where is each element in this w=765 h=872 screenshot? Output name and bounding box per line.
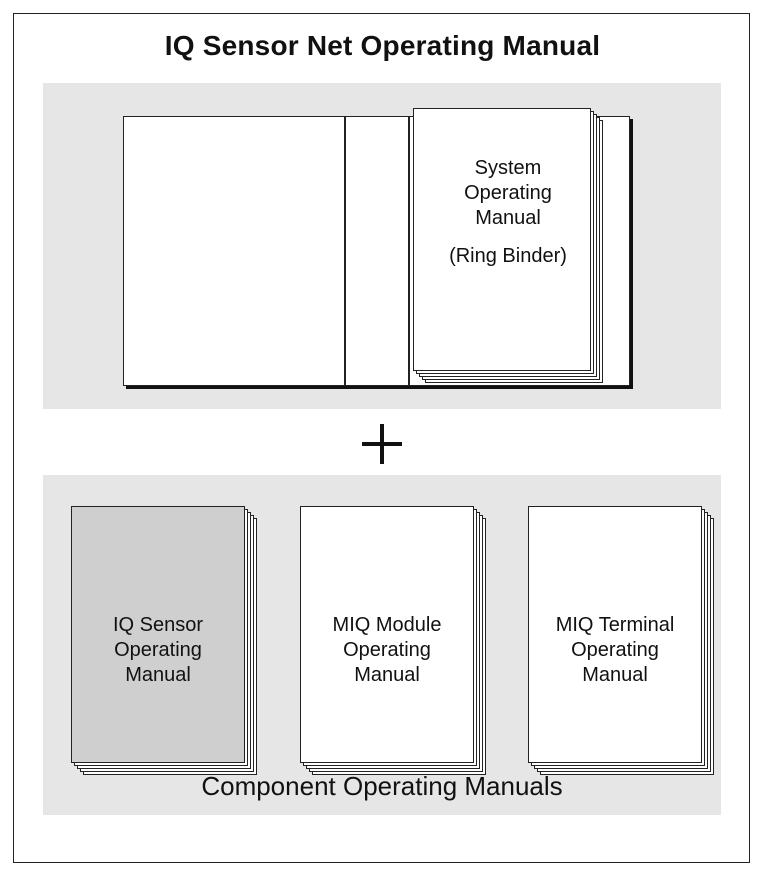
manual-label-line: Manual — [354, 664, 420, 686]
manual-label-line: Operating — [343, 639, 431, 661]
iq-sensor-manual-stack: IQ Sensor Operating Manual — [71, 506, 261, 776]
system-manual-stack: System Operating Manual (Ring Binder) — [413, 108, 603, 383]
plus-icon — [362, 424, 402, 464]
binder-spine-left — [344, 116, 346, 386]
binder-label-line: Operating — [464, 182, 552, 204]
manual-label-line: Operating — [114, 639, 202, 661]
binder-label-line: (Ring Binder) — [449, 245, 567, 267]
binder-spine-right — [408, 116, 410, 386]
binder-label-line: Manual — [475, 207, 541, 229]
manual-sheet-front — [300, 506, 474, 763]
manual-label-line: Operating — [571, 639, 659, 661]
manual-sheet-front — [528, 506, 702, 763]
manual-label-line: MIQ Module — [332, 614, 442, 636]
page-title: IQ Sensor Net Operating Manual — [164, 30, 601, 61]
binder-label-line: System — [474, 157, 542, 179]
manual-label-line: MIQ Terminal — [555, 614, 675, 636]
manual-label-line: IQ Sensor — [112, 614, 204, 636]
component-manuals-caption: Component Operating Manuals — [201, 771, 563, 801]
manual-label-line: Manual — [582, 664, 648, 686]
manual-sheet-front — [413, 108, 591, 371]
miq-module-manual-stack: MIQ Module Operating Manual — [300, 506, 490, 776]
miq-terminal-manual-stack: MIQ Terminal Operating Manual — [528, 506, 718, 776]
manual-sheet-front — [71, 506, 245, 763]
manual-label-line: Manual — [125, 664, 191, 686]
